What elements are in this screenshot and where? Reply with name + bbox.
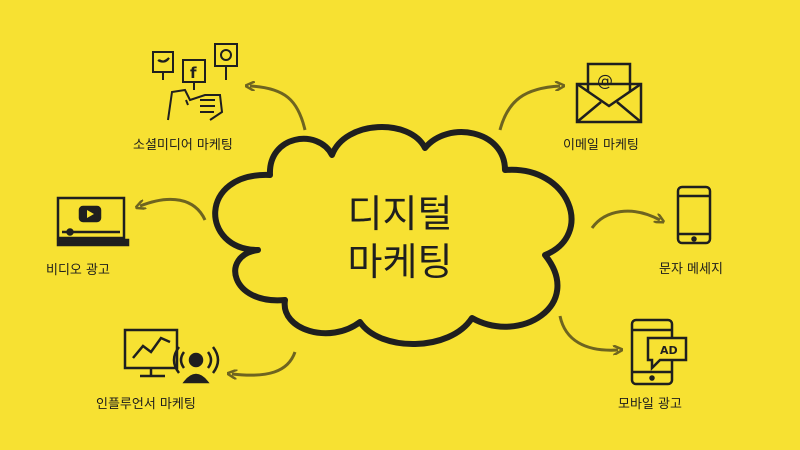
social-media-hand-icon: f — [152, 43, 238, 121]
influencer-broadcast-icon — [123, 328, 220, 384]
center-title: 디지털 마케팅 — [300, 190, 500, 286]
ad-badge-text: AD — [660, 344, 678, 357]
arrow-to-video — [140, 197, 207, 221]
label-social-media: 소셜미디어 마케팅 — [133, 138, 233, 153]
arrow-to-influencer — [232, 351, 297, 375]
video-player-icon — [56, 196, 130, 247]
label-influencer: 인플루언서 마케팅 — [96, 397, 196, 412]
arrow-to-mobile-ad — [558, 315, 618, 350]
center-title-line2: 마케팅 — [347, 240, 453, 284]
arrow-to-sms — [590, 209, 660, 229]
center-title-line1: 디지털 — [347, 192, 453, 236]
svg-text:f: f — [190, 64, 197, 82]
label-mobile-ad: 모바일 광고 — [618, 397, 682, 412]
svg-text:@: @ — [597, 71, 613, 90]
email-envelope-icon: @ — [575, 62, 643, 124]
label-video-ad: 비디오 광고 — [46, 263, 110, 278]
mobile-ad-icon — [630, 318, 688, 386]
mobile-phone-icon — [676, 185, 712, 245]
arrow-to-social — [250, 86, 307, 131]
arrow-to-email — [498, 86, 560, 131]
label-email: 이메일 마케팅 — [563, 138, 639, 153]
cloud-shape — [212, 124, 575, 347]
label-sms: 문자 메세지 — [659, 262, 723, 277]
